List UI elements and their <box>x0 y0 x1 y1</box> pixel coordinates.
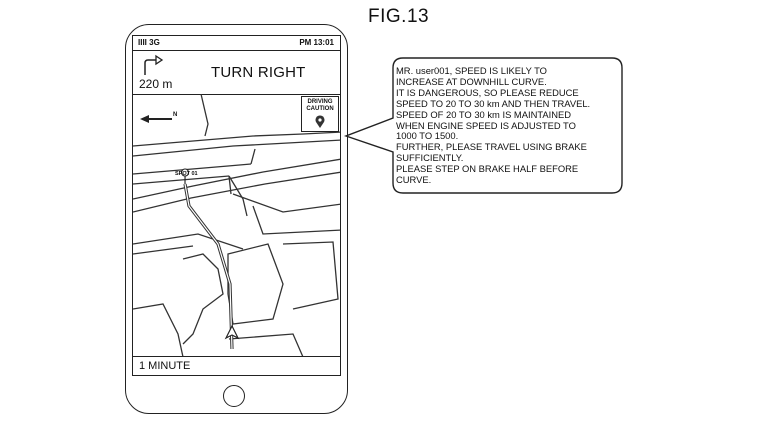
callout-line: SPEED OF 20 TO 30 km IS MAINTAINED <box>396 108 572 120</box>
spot-label: SPOT 01 <box>175 171 198 177</box>
driving-caution-indicator[interactable]: DRIVING CAUTION <box>301 96 339 132</box>
driving-caution-label-1: DRIVING <box>307 99 333 105</box>
location-pin-icon <box>315 115 325 128</box>
callout-line: SPEED TO 20 TO 30 km AND THEN TRAVEL. <box>396 97 591 109</box>
turn-distance: 220 m <box>139 77 173 91</box>
callout-line: CURVE. <box>396 174 432 186</box>
callout-line: MR. user001, SPEED IS LIKELY TO <box>396 65 547 76</box>
callout-line: FURTHER, PLEASE TRAVEL USING BRAKE <box>396 141 587 153</box>
callout-line: PLEASE STEP ON BRAKE HALF BEFORE <box>396 163 579 175</box>
road-map <box>133 93 340 358</box>
compass-north-label: N <box>173 112 178 118</box>
turn-instruction: TURN RIGHT <box>211 64 306 81</box>
map-view[interactable]: N DRIVING CAUTION SPOT 01 <box>133 93 340 358</box>
eta-bar: 1 MINUTE <box>133 356 340 375</box>
navigation-header: 220 m TURN RIGHT <box>133 50 340 95</box>
signal-indicator: IIII 3G <box>138 38 160 47</box>
driving-caution-label-2: CAUTION <box>306 105 334 112</box>
compass-arrow-icon <box>140 115 172 123</box>
callout-line: IT IS DANGEROUS, SO PLEASE REDUCE <box>396 86 579 98</box>
smartphone-frame <box>125 24 348 414</box>
callout-line: INCREASE AT DOWNHILL CURVE. <box>396 75 547 87</box>
phone-screen: IIII 3G PM 13:01 220 m TURN RIGHT <box>132 35 341 376</box>
callout-line: 1000 TO 1500. <box>396 130 459 142</box>
eta-text: 1 MINUTE <box>139 360 191 372</box>
callout-line: WHEN ENGINE SPEED IS ADJUSTED TO <box>396 119 576 131</box>
turn-right-arrow-icon <box>144 54 164 75</box>
home-button[interactable] <box>223 385 245 407</box>
status-bar: IIII 3G PM 13:01 <box>133 36 340 51</box>
status-time: PM 13:01 <box>299 38 334 47</box>
callout-line: SUFFICIENTLY. <box>396 152 464 164</box>
figure-title: FIG.13 <box>368 6 430 27</box>
